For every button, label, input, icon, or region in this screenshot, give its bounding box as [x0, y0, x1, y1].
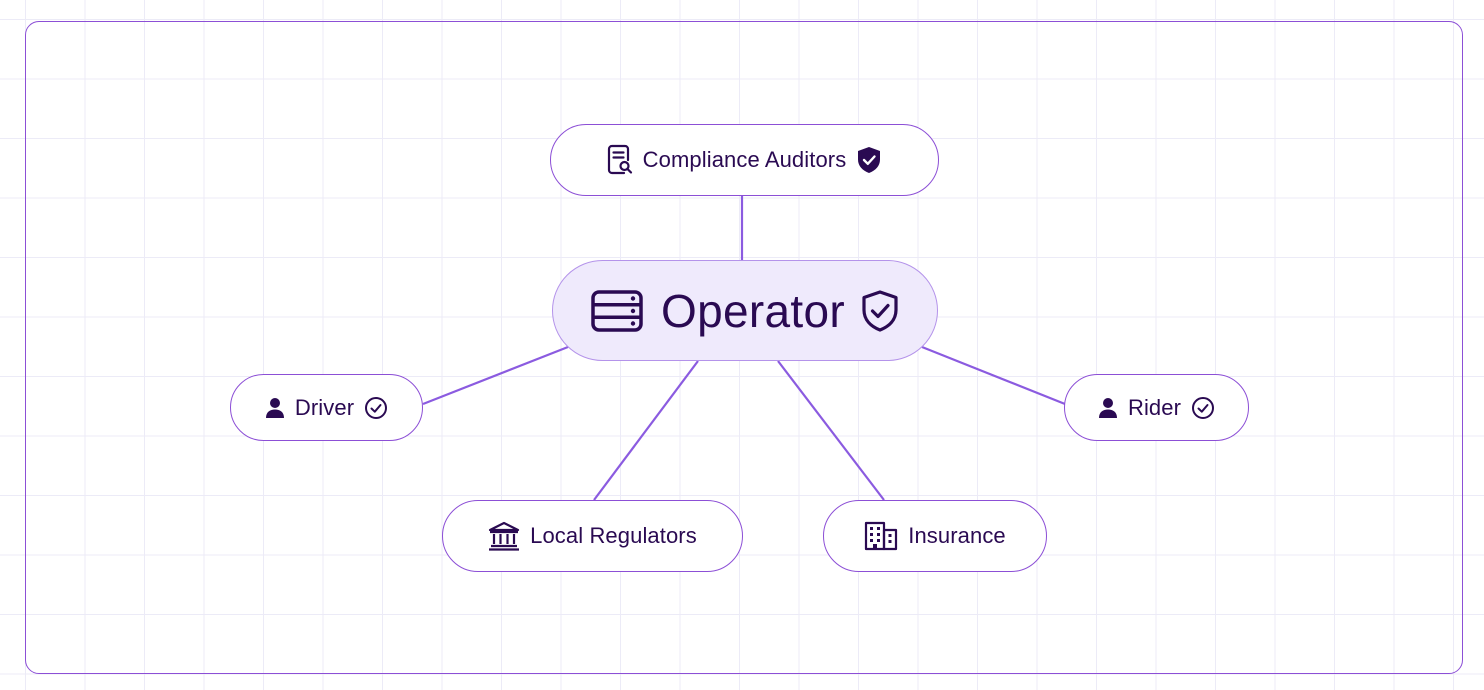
check-circle-icon: [1191, 396, 1215, 420]
shield-check-outline-icon: [861, 289, 899, 332]
server-stack-icon: [591, 289, 643, 332]
driver-label: Driver: [294, 394, 355, 420]
driver-node[interactable]: Driver: [230, 374, 423, 441]
local-regulators-label: Local Regulators: [530, 523, 697, 548]
shield-check-solid-icon: [856, 146, 882, 174]
user-icon: [1098, 397, 1118, 419]
rider-node[interactable]: Rider: [1064, 374, 1249, 441]
edge-operator-driver: [422, 345, 569, 406]
check-circle-icon: [364, 396, 388, 420]
office-building-icon: [864, 521, 898, 551]
operator-node[interactable]: Operator: [552, 260, 938, 361]
edge-operator-insurance: [777, 360, 885, 501]
local-regulators-node[interactable]: Local Regulators: [442, 500, 743, 572]
document-search-icon: [607, 144, 633, 176]
government-building-icon: [488, 521, 520, 551]
rider-label: Rider: [1127, 394, 1182, 420]
diagram-frame: [25, 21, 1463, 674]
edge-operator-rider: [921, 345, 1066, 406]
operator-label: Operator: [661, 284, 845, 337]
insurance-label: Insurance: [908, 523, 1006, 548]
user-icon: [265, 397, 285, 419]
compliance-auditors-node[interactable]: Compliance Auditors: [550, 124, 939, 196]
insurance-node[interactable]: Insurance: [823, 500, 1047, 572]
edge-operator-local-regulators: [593, 360, 699, 501]
compliance-auditors-label: Compliance Auditors: [642, 147, 847, 172]
